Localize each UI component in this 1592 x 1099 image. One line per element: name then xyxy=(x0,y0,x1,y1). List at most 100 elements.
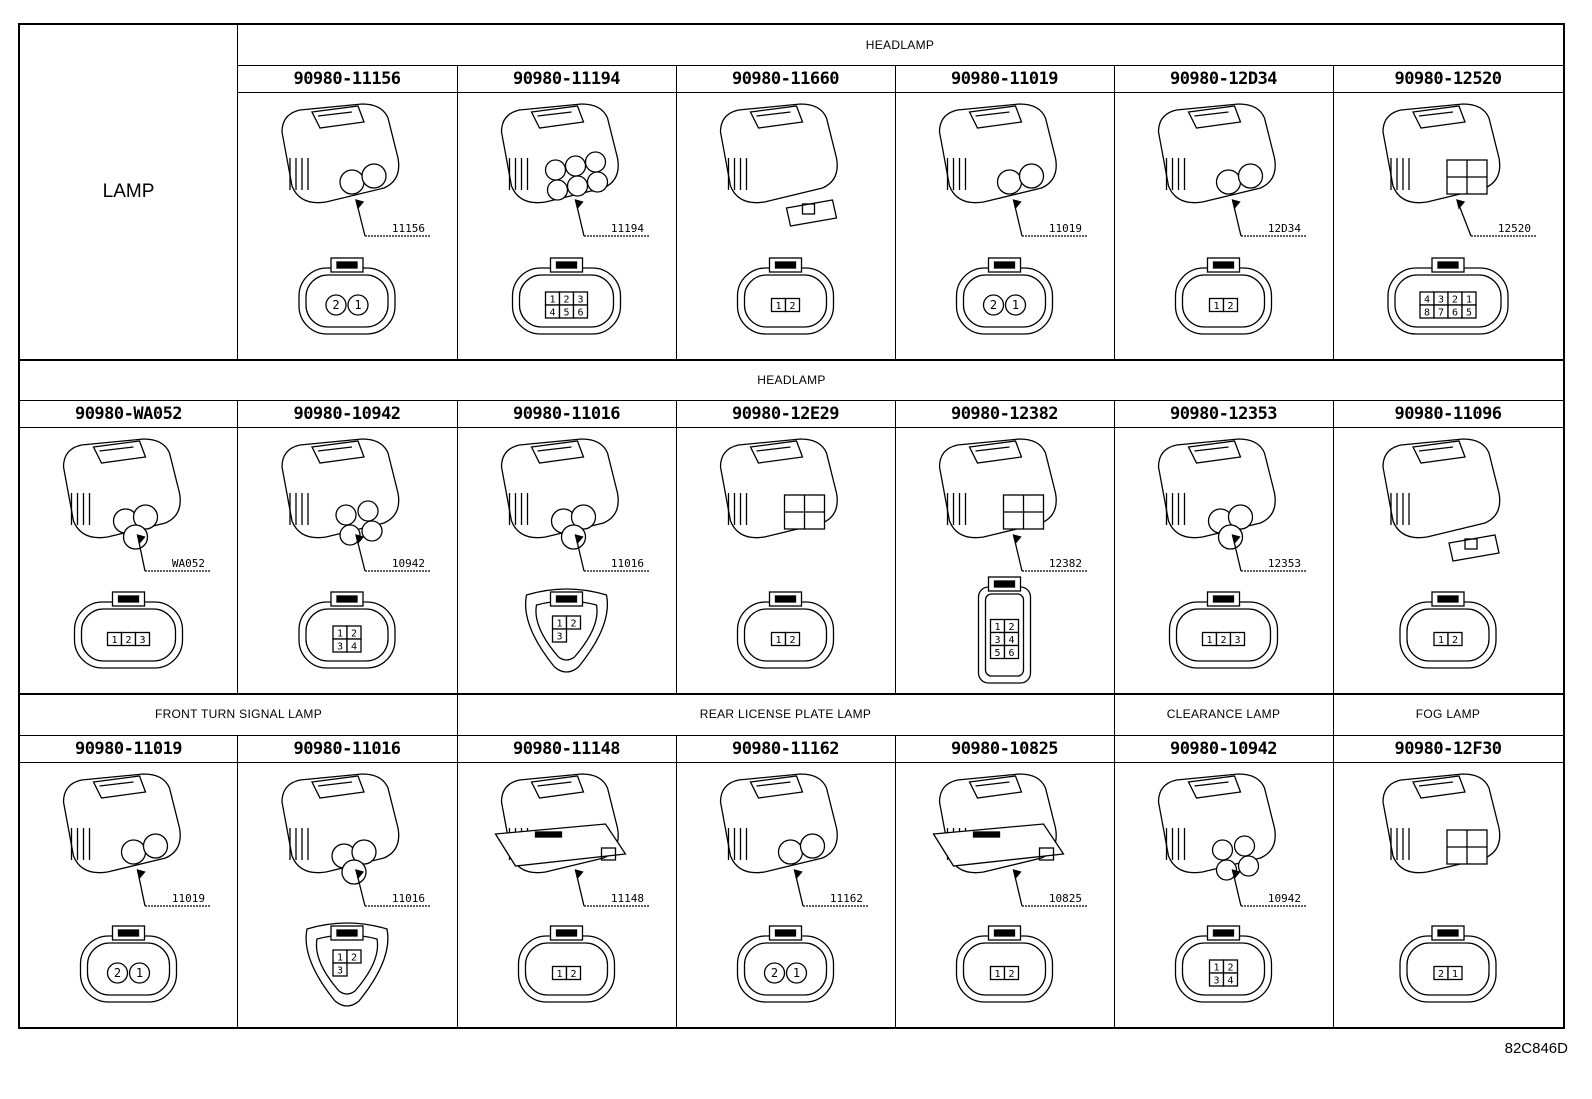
connector-part-number: 90980-11019 xyxy=(950,68,1059,89)
pin-number: 5 xyxy=(994,648,1000,659)
callout-leader xyxy=(1231,534,1307,572)
pin-number: 2 xyxy=(1452,635,1458,646)
connector-face-rect3 xyxy=(73,591,184,669)
pin-number: 2 xyxy=(114,966,121,980)
callout-label: WA052 xyxy=(172,557,205,570)
connector-housing-twoCyl xyxy=(1157,103,1276,204)
callout-leader xyxy=(1231,199,1307,237)
callout-label: 10942 xyxy=(1268,892,1301,905)
pin-number: 1 xyxy=(556,619,562,630)
pin-number: 1 xyxy=(793,966,800,980)
pin-number: 2 xyxy=(125,635,131,646)
pin-number: 6 xyxy=(577,308,583,319)
connector-housing-fourCyl xyxy=(281,438,400,546)
callout-label: 10825 xyxy=(1049,892,1082,905)
connector-face-oval2 xyxy=(1174,257,1273,335)
pin-number: 1 xyxy=(111,635,117,646)
connector-face-oval2 xyxy=(1399,591,1497,669)
pin-number: 6 xyxy=(1452,308,1458,319)
callout-label: 11156 xyxy=(392,222,425,235)
callout-leader xyxy=(355,534,431,572)
pin-number: 2 xyxy=(771,966,778,980)
connector-housing-threeCyl xyxy=(281,773,400,885)
connector-part-number: 90980-12353 xyxy=(1169,403,1278,424)
connector-housing-block xyxy=(938,438,1057,539)
connector-face-rect3 xyxy=(1168,591,1279,669)
pin-number: 5 xyxy=(1466,308,1472,319)
connector-part-number: 90980-12D34 xyxy=(1169,68,1278,89)
pin-number: 1 xyxy=(1213,301,1219,312)
connector-housing-fourCyl xyxy=(1157,773,1276,881)
connector-housing-threeCyl xyxy=(1157,438,1276,550)
pin-number: 1 xyxy=(994,969,1000,980)
connector-face-tall6 xyxy=(977,576,1032,684)
connector-face-rect4 xyxy=(1174,925,1273,1003)
pin-number: 3 xyxy=(1438,295,1444,306)
connector-part-number: 90980-11194 xyxy=(512,68,621,89)
pin-number: 3 xyxy=(994,635,1000,646)
callout-label: 12520 xyxy=(1498,222,1531,235)
connector-face-rect8 xyxy=(1387,257,1509,335)
callout-label: 11162 xyxy=(830,892,863,905)
pin-number: 1 xyxy=(994,622,1000,633)
pin-number: 6 xyxy=(1008,648,1014,659)
callout-leader xyxy=(574,199,650,237)
callout-label: 11148 xyxy=(611,892,644,905)
lamp-group-header: HEADLAMP xyxy=(757,372,826,387)
connector-part-number: 90980-11016 xyxy=(512,403,621,424)
connector-housing-twoCyl xyxy=(281,103,400,204)
callout-label: 11016 xyxy=(392,892,425,905)
pin-number: 1 xyxy=(556,969,562,980)
pin-number: 2 xyxy=(1227,301,1233,312)
lamp-group-header: REAR LICENSE PLATE LAMP xyxy=(699,707,872,721)
connector-part-number: 90980-12F30 xyxy=(1394,738,1502,759)
connector-housing-block xyxy=(1382,773,1501,874)
callout-label: 11019 xyxy=(1049,222,1082,235)
callout-leader xyxy=(136,534,211,572)
callout-label: 12353 xyxy=(1268,557,1301,570)
connector-housing-twoCyl xyxy=(938,103,1057,204)
pin-number: 1 xyxy=(337,953,343,964)
connector-part-number: 90980-11016 xyxy=(293,738,401,759)
connector-face-rect6 xyxy=(511,257,622,335)
lamp-group-header: HEADLAMP xyxy=(865,38,935,52)
callout-leader xyxy=(793,869,869,907)
pin-number: 7 xyxy=(1438,308,1444,319)
callout-leader xyxy=(355,199,431,237)
callout-leader xyxy=(1012,869,1088,907)
connector-face-oval2 xyxy=(736,257,835,335)
connector-face-oval2 xyxy=(736,591,835,669)
connector-housing-clip xyxy=(1382,438,1501,562)
pin-number: 1 xyxy=(775,635,781,646)
pin-number: 2 xyxy=(570,619,576,630)
pin-number: 5 xyxy=(563,308,569,319)
connector-drawing: 11162 2 1 xyxy=(719,773,869,1003)
pin-number: 1 xyxy=(1452,969,1458,980)
pin-number: 2 xyxy=(1227,963,1233,974)
connector-part-number: 90980-10825 xyxy=(950,738,1059,759)
lamp-group-header: FRONT TURN SIGNAL LAMP xyxy=(154,707,323,721)
pin-number: 2 xyxy=(1452,295,1458,306)
pin-number: 4 xyxy=(351,642,357,653)
pin-number: 1 xyxy=(1213,963,1219,974)
connector-housing-twoCyl xyxy=(62,773,181,874)
